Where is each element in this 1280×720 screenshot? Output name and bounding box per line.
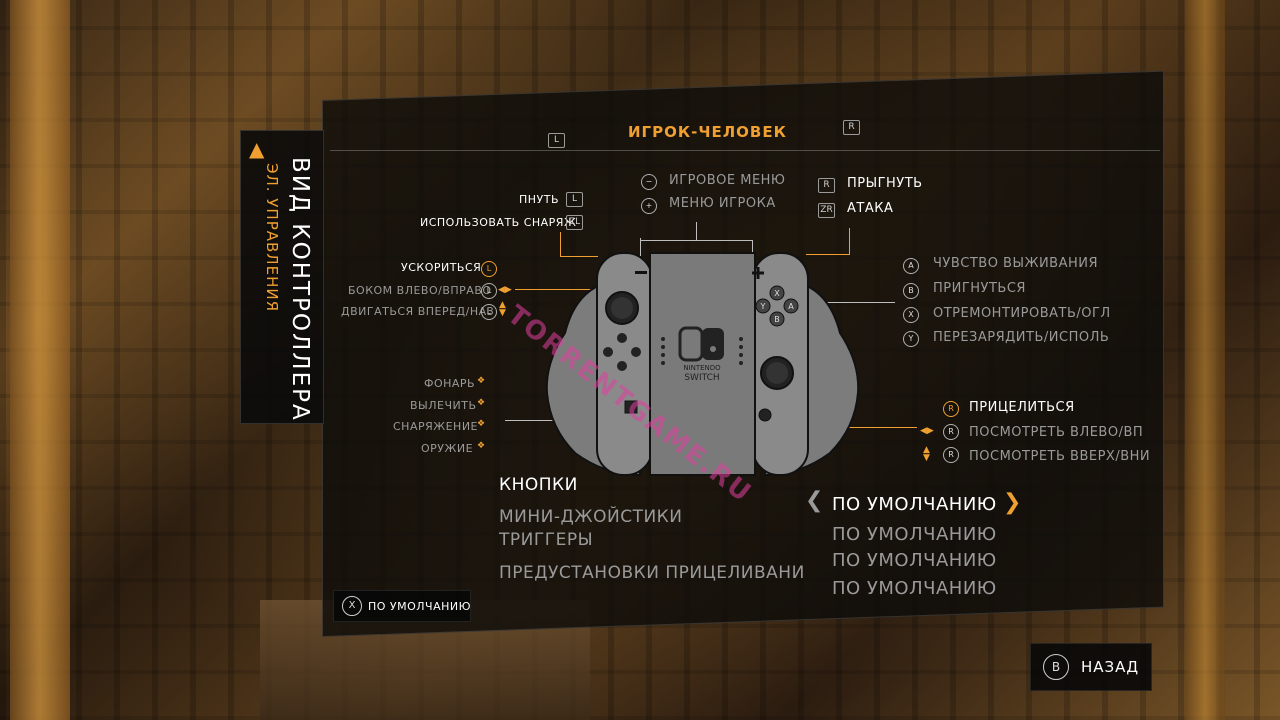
right-stick-press-label: ПРИЦЕЛИТЬСЯ xyxy=(969,400,1075,415)
back-label: НАЗАД xyxy=(1081,658,1140,676)
dpad-up-label: ФОНАРЬ xyxy=(424,377,476,390)
minus-plus-connector-line xyxy=(640,240,752,241)
right-stick-vertical-icon: R xyxy=(943,447,959,463)
y-button-label: ПЕРЕЗАРЯДИТЬ/ИСПОЛЬ xyxy=(933,330,1110,345)
r-connector-line xyxy=(849,228,850,254)
dpad-right-icon: ❖ xyxy=(477,398,486,408)
right-stick-horizontal-icon: R xyxy=(943,424,959,440)
r-button-key: R xyxy=(818,178,835,193)
left-stick-vertical-icon: L xyxy=(481,304,497,320)
b-key-icon: B xyxy=(1043,654,1069,680)
l-connector-line-h xyxy=(560,256,598,257)
center-connector-line xyxy=(696,222,697,240)
left-stick-connector-line xyxy=(515,289,610,290)
dpad-up-icon: ❖ xyxy=(477,376,486,386)
zl-button-key: ZL xyxy=(566,215,583,230)
page-title: ИГРОК-ЧЕЛОВЕК xyxy=(628,123,787,141)
l-button-label: ПНУТЬ xyxy=(519,193,560,206)
controller-y-button: Y xyxy=(760,302,766,311)
background-pole-left xyxy=(10,0,70,720)
chevron-right-icon[interactable]: ❯ xyxy=(1003,490,1022,515)
face-buttons-connector-line xyxy=(800,302,895,303)
x-button-icon: X xyxy=(903,307,919,323)
controller-brand-bottom: SWITCH xyxy=(684,373,719,383)
right-stick-press-icon: R xyxy=(943,401,959,417)
category-aim-presets[interactable]: ПРЕДУСТАНОВКИ ПРИЦЕЛИВАНИ xyxy=(499,563,805,583)
chevron-left-icon[interactable]: ❮ xyxy=(805,488,824,513)
left-stick-press-label: УСКОРИТЬСЯ xyxy=(401,261,482,274)
minus-button-label: ИГРОВОЕ МЕНЮ xyxy=(669,173,786,188)
plus-button-icon: + xyxy=(641,198,657,214)
zr-button-label: АТАКА xyxy=(847,201,894,216)
preset-value-buttons[interactable]: ПО УМОЛЧАНИЮ xyxy=(832,494,997,515)
r-connector-line-h xyxy=(806,254,850,255)
zr-button-key: ZR xyxy=(818,203,835,218)
x-key-icon: X xyxy=(342,596,362,616)
arrows-vertical-icon: ▲▼ xyxy=(923,445,930,463)
dpad-left-icon: ❖ xyxy=(477,441,486,451)
dpad-down-icon: ❖ xyxy=(477,419,486,429)
preset-value-aim[interactable]: ПО УМОЛЧАНИЮ xyxy=(832,578,997,599)
background-pole-right xyxy=(1185,0,1225,720)
right-stick-vertical-label: ПОСМОТРЕТЬ ВВЕРХ/ВНИ xyxy=(969,449,1151,464)
minus-button-icon: − xyxy=(641,174,657,190)
preset-value-sticks[interactable]: ПО УМОЛЧАНИЮ xyxy=(832,524,997,545)
category-sticks[interactable]: МИНИ-ДЖОЙСТИКИ xyxy=(499,507,683,527)
back-button[interactable]: B НАЗАД xyxy=(1030,643,1152,691)
r-button-label: ПРЫГНУТЬ xyxy=(847,176,923,191)
plus-connector-line xyxy=(752,240,753,256)
category-buttons[interactable]: КНОПКИ xyxy=(499,475,578,495)
tab-left-key[interactable]: L xyxy=(548,133,565,148)
left-stick-vertical-label: ДВИГАТЬСЯ ВПЕРЕД/НАЗ xyxy=(341,305,495,318)
b-button-label: ПРИГНУТЬСЯ xyxy=(933,281,1026,296)
side-tab-title: ВИД КОНТРОЛЛЕРА xyxy=(287,157,313,422)
x-button-label: ОТРЕМОНТИРОВАТЬ/ОГЛ xyxy=(933,306,1111,321)
zl-button-label: ИСПОЛЬЗОВАТЬ СНАРЯЖ xyxy=(420,216,577,229)
reset-default-label: ПО УМОЛЧАНИЮ xyxy=(368,600,471,613)
l-connector-line xyxy=(560,232,561,256)
b-button-icon: B xyxy=(903,283,919,299)
preset-value-triggers[interactable]: ПО УМОЛЧАНИЮ xyxy=(832,550,997,571)
controller-b-button: B xyxy=(774,315,780,324)
left-stick-horizontal-icon: L xyxy=(481,283,497,299)
category-triggers[interactable]: ТРИГГЕРЫ xyxy=(499,530,594,550)
reset-default-button[interactable]: X ПО УМОЛЧАНИЮ xyxy=(333,590,471,622)
arrows-horizontal-icon: ◀▶ xyxy=(498,285,512,295)
arrows-vertical-icon: ▲▼ xyxy=(499,300,506,318)
chevron-up-icon[interactable]: ▲ xyxy=(249,137,265,161)
header-bar xyxy=(330,120,1160,151)
a-button-icon: A xyxy=(903,258,919,274)
side-tab-subtitle[interactable]: ЭЛ. УПРАВЛЕНИЯ xyxy=(263,163,281,312)
controller-brand-top: NINTENDO xyxy=(683,364,721,372)
controller-x-button: X xyxy=(774,289,780,298)
controller-a-button: A xyxy=(788,302,794,311)
left-stick-press-icon: L xyxy=(481,261,497,277)
side-tab[interactable]: ▲ ВИД КОНТРОЛЛЕРА ЭЛ. УПРАВЛЕНИЯ xyxy=(240,130,324,424)
dpad-left-label: ОРУЖИЕ xyxy=(421,442,474,455)
l-button-key: L xyxy=(566,192,583,207)
a-button-label: ЧУВСТВО ВЫЖИВАНИЯ xyxy=(933,256,1099,271)
tab-right-key[interactable]: R xyxy=(843,120,860,135)
minus-connector-line xyxy=(640,238,641,256)
y-button-icon: Y xyxy=(903,331,919,347)
plus-button-label: МЕНЮ ИГРОКА xyxy=(669,196,776,211)
left-stick-horizontal-label: БОКОМ ВЛЕВО/ВПРАВО xyxy=(348,284,492,297)
arrows-horizontal-icon: ◀▶ xyxy=(920,426,934,436)
controller-illustration: X Y A B NINTENDO SWITCH xyxy=(545,243,860,478)
right-stick-horizontal-label: ПОСМОТРЕТЬ ВЛЕВО/ВП xyxy=(969,425,1144,440)
dpad-right-label: ВЫЛЕЧИТЬ xyxy=(410,399,477,412)
dpad-down-label: СНАРЯЖЕНИЕ xyxy=(393,420,479,433)
